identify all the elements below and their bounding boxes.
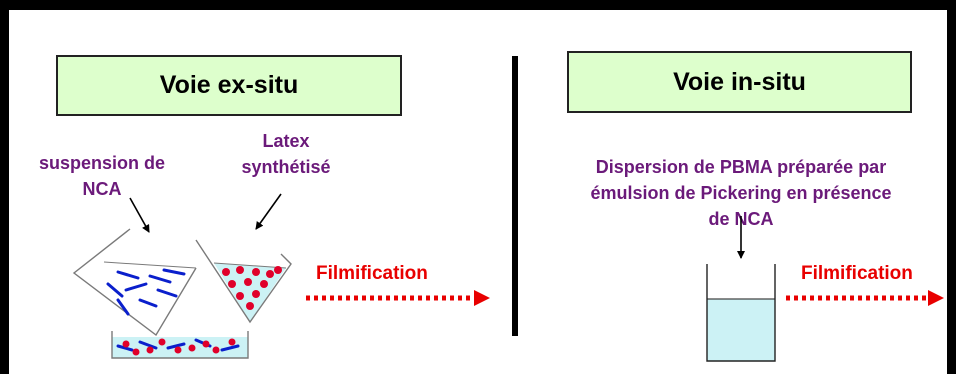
- latex-label: Latex synthétisé: [224, 128, 348, 180]
- latex-particle: [228, 280, 236, 288]
- nca-rod: [116, 298, 130, 316]
- suspension-label: suspension de NCA: [10, 150, 194, 202]
- latex-particle: [266, 270, 274, 278]
- latex-particle: [202, 340, 210, 348]
- latex-particle: [236, 292, 244, 300]
- in-situ-title-box: Voie in-situ: [567, 51, 912, 113]
- suspension-label-line-1: suspension de: [38, 153, 166, 173]
- nca-rod: [124, 282, 148, 292]
- nca-rod: [166, 342, 186, 350]
- nca-rod: [156, 288, 178, 298]
- latex-particle: [274, 266, 282, 274]
- mixture-contents: [116, 338, 240, 356]
- nca-rod: [116, 344, 134, 352]
- nca-rod: [106, 282, 124, 298]
- dispersion-label-line-1: Dispersion de PBMA préparée par: [595, 157, 887, 177]
- nca-rod: [220, 344, 240, 352]
- latex-particle: [228, 338, 236, 346]
- latex-particle: [236, 266, 244, 274]
- latex-particle: [174, 346, 182, 354]
- latex-particles: [222, 266, 282, 310]
- latex-particle: [252, 290, 260, 298]
- latex-particle: [252, 268, 260, 276]
- latex-particle: [222, 268, 230, 276]
- nca-rod: [162, 268, 186, 276]
- filmification-arrow-right: [786, 290, 944, 306]
- latex-particle: [260, 280, 268, 288]
- filmification-label-right: Filmification: [801, 263, 913, 284]
- ex-situ-title-box: Voie ex-situ: [56, 55, 402, 116]
- dispersion-label-line-2: émulsion de Pickering en présence: [590, 183, 892, 203]
- latex-particle: [212, 346, 220, 354]
- nca-rod: [138, 298, 158, 308]
- nca-rods-left: [106, 268, 186, 316]
- latex-particle: [244, 278, 252, 286]
- latex-particle: [246, 302, 254, 310]
- latex-pointer-arrow: [255, 193, 282, 230]
- suspension-label-line-2: NCA: [82, 179, 122, 199]
- latex-label-line-2: synthétisé: [241, 157, 331, 177]
- latex-particle: [188, 344, 196, 352]
- nca-rod: [116, 270, 140, 280]
- filmification-arrow-left: [306, 290, 490, 306]
- nca-rod: [148, 274, 172, 284]
- dispersion-label: Dispersion de PBMA préparée par émulsion…: [522, 154, 956, 232]
- latex-particle: [132, 348, 140, 356]
- latex-container: [195, 239, 292, 324]
- pbma-dispersion-beaker: [706, 264, 776, 362]
- ex-situ-title: Voie ex-situ: [159, 71, 299, 99]
- vertical-divider: [512, 56, 518, 336]
- latex-particle: [146, 346, 154, 354]
- latex-label-line-1: Latex: [262, 131, 310, 151]
- nca-rod: [138, 340, 158, 350]
- nca-suspension-container: [72, 228, 197, 337]
- suspension-pointer-arrow: [129, 197, 150, 233]
- in-situ-title: Voie in-situ: [673, 67, 806, 96]
- filmification-label-left: Filmification: [316, 263, 428, 284]
- latex-particle: [122, 340, 130, 348]
- latex-particle: [158, 338, 166, 346]
- mixture-tray: [111, 331, 249, 359]
